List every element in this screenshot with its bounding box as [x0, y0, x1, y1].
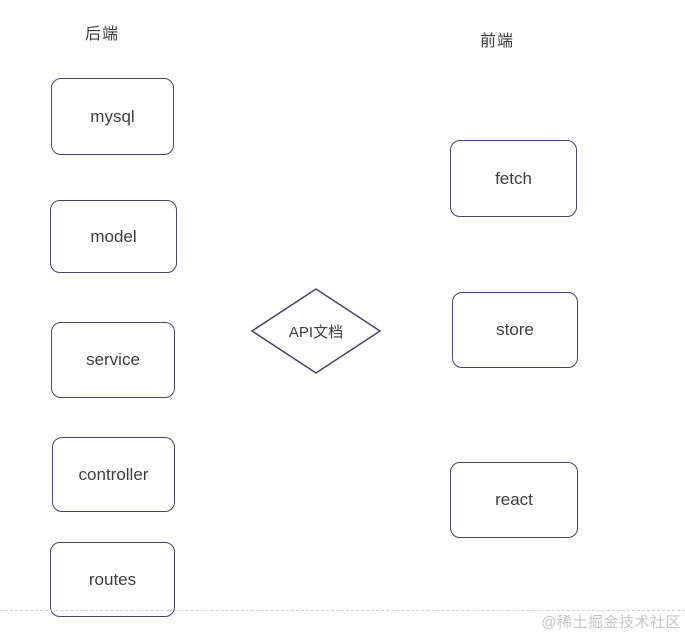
node-mysql: mysql: [51, 78, 174, 155]
frontend-column-label: 前端: [480, 33, 515, 50]
node-store: store: [452, 292, 578, 368]
watermark-text: @稀土掘金技术社区: [541, 614, 681, 631]
node-service: service: [51, 322, 175, 398]
node-react: react: [450, 462, 578, 538]
node-controller: controller: [52, 437, 175, 512]
diamond-label: API文档: [288, 323, 344, 341]
node-routes: routes: [50, 542, 175, 617]
diamond-shape-icon: [250, 288, 382, 374]
backend-column-label: 后端: [85, 26, 120, 43]
diamond-api-doc: API文档: [248, 286, 384, 376]
node-fetch: fetch: [450, 140, 577, 217]
bottom-dashed-divider: [0, 610, 685, 611]
node-model: model: [50, 200, 177, 273]
